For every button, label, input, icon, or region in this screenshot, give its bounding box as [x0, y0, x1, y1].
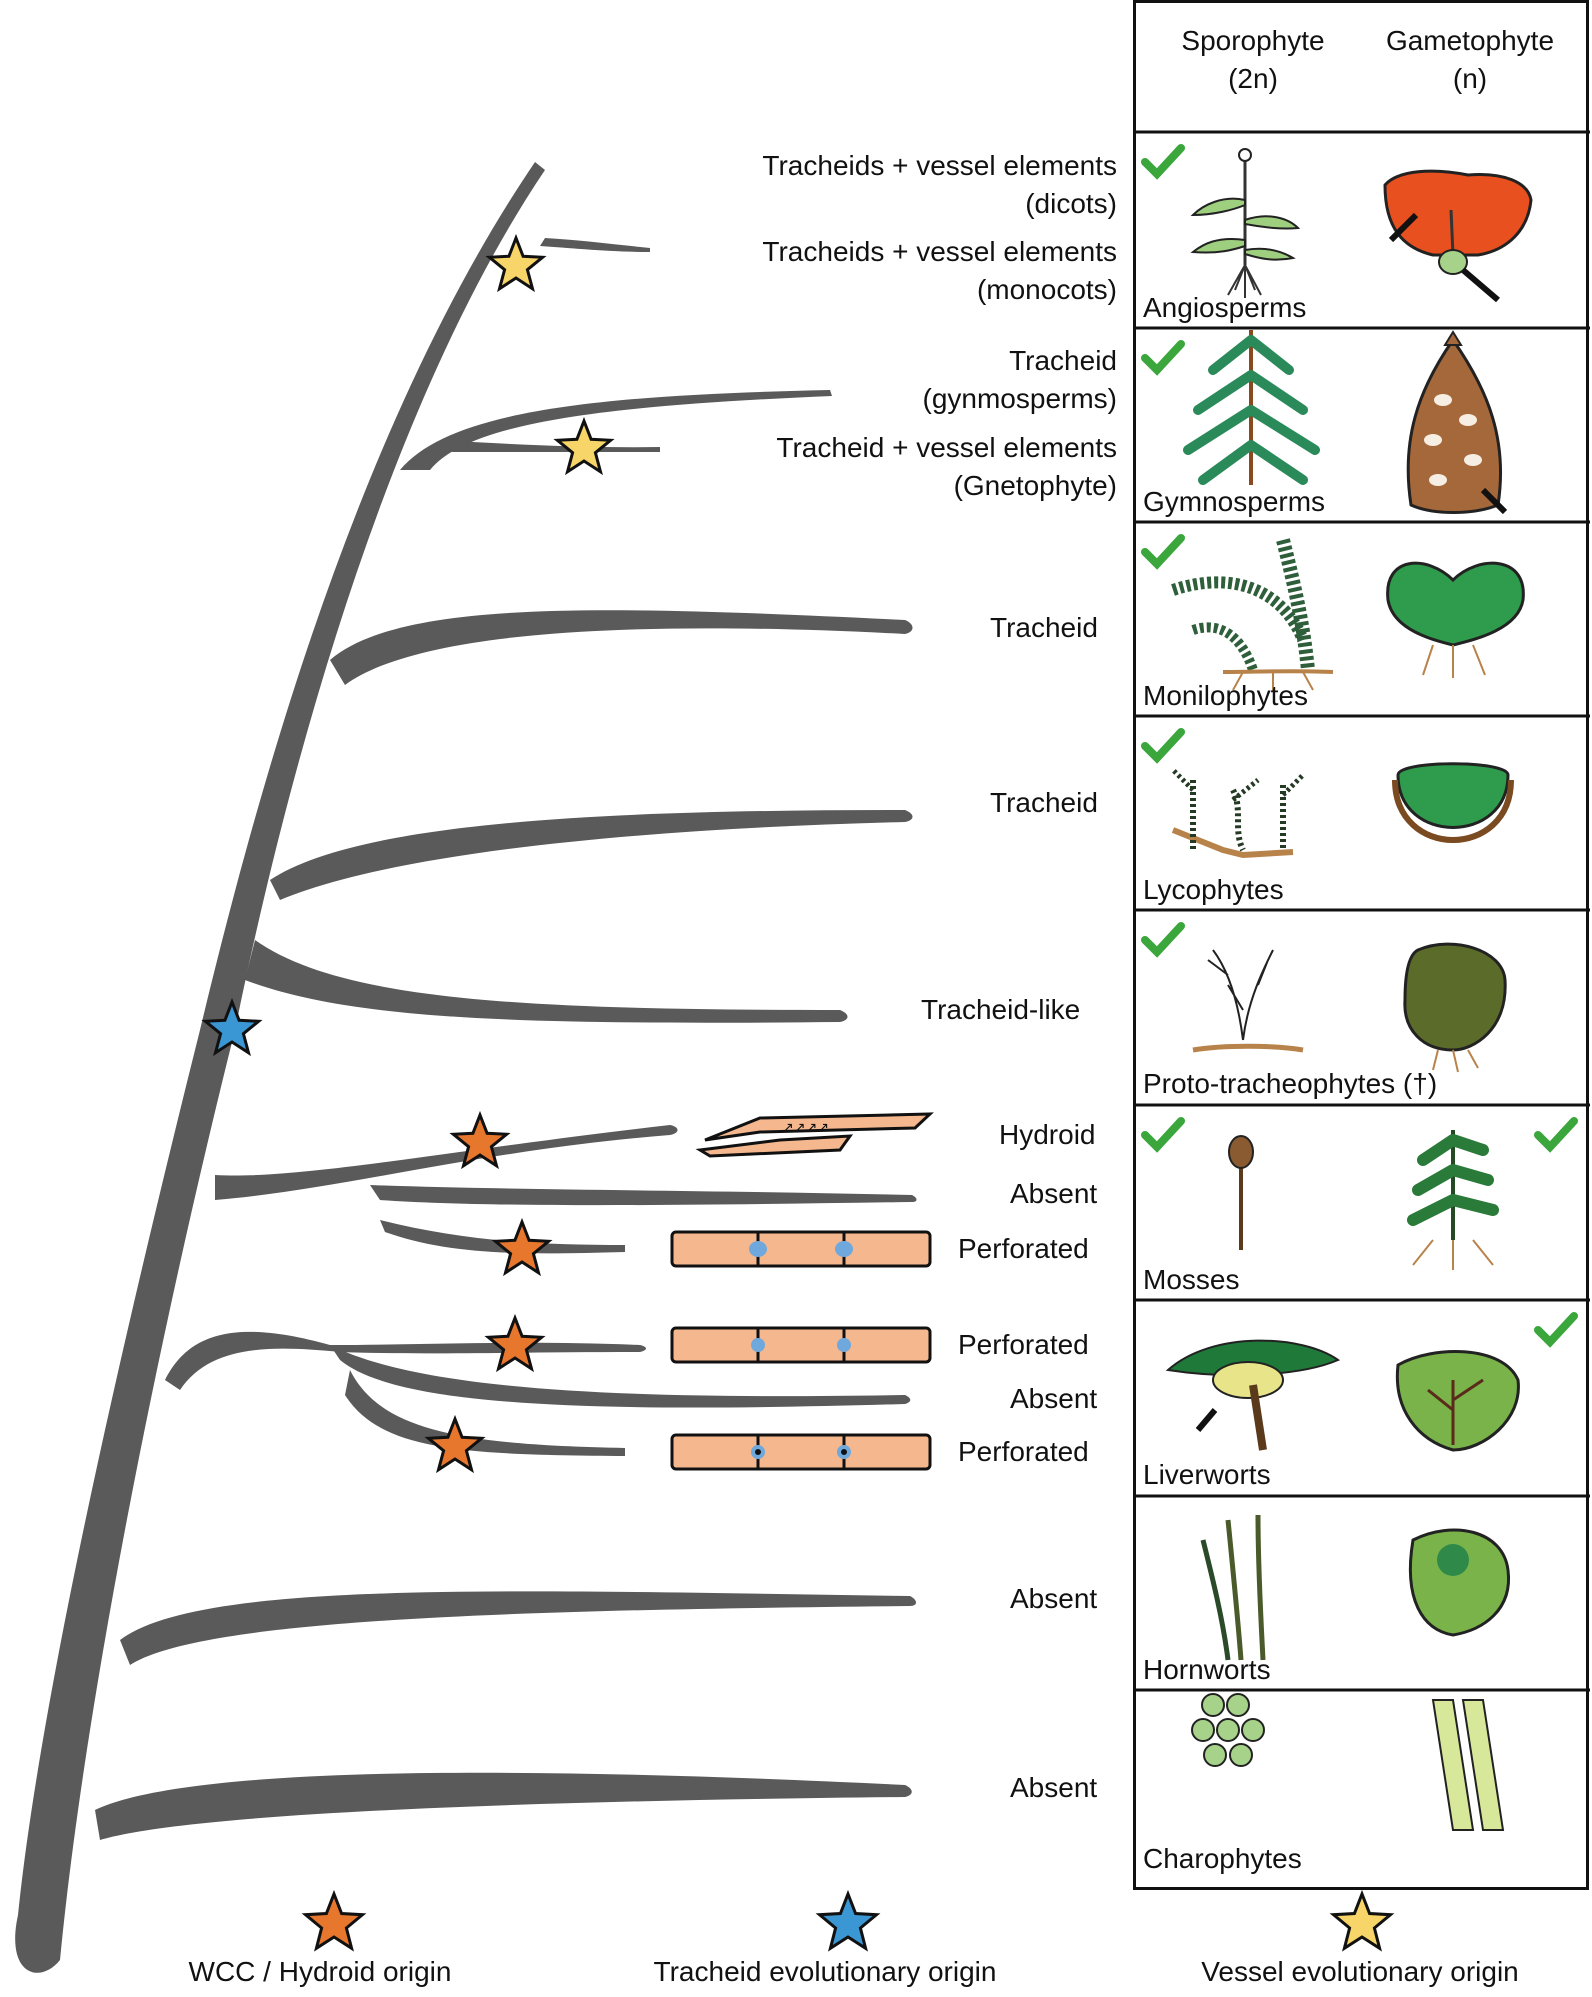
tip-moss-absent: Absent	[1010, 1178, 1098, 1209]
group-mosses: Mosses	[1143, 1264, 1240, 1295]
group-proto: Proto-tracheophytes (†)	[1143, 1068, 1438, 1099]
branch-gymnosperms	[400, 390, 832, 470]
branch-mosses-absent	[370, 1185, 917, 1206]
vessel-origin-star-gnetophyte	[553, 416, 615, 476]
branch-proto	[245, 940, 848, 1023]
tip-liverwort-perforated: Perforated	[958, 1329, 1089, 1360]
monilophyte-sporophyte-icon	[1171, 538, 1334, 692]
legend-stars	[301, 1890, 1395, 1952]
group-hornworts: Hornworts	[1143, 1654, 1271, 1685]
tip-gnetophyte: Tracheid + vessel elements (Gnetophyte)	[776, 429, 1117, 505]
legend-wcc-star-icon	[301, 1890, 367, 1952]
sporophyte-check-icon	[1141, 534, 1185, 570]
tip-hornworts: Absent	[1010, 1583, 1098, 1614]
branch-hornworts	[120, 1591, 916, 1665]
perforated-cells-liverwort-icon	[670, 1326, 932, 1364]
branch-monocots	[540, 238, 650, 252]
header-sporophyte-label: Sporophyte	[1181, 25, 1325, 56]
liverwort-sporophyte-icon	[1165, 1339, 1341, 1451]
perforated-cells-moss-icon	[670, 1230, 932, 1268]
charophyte-gametophyte-icon	[1431, 1699, 1505, 1831]
tip-gnetophyte-line1: Tracheid + vessel elements	[776, 432, 1117, 463]
tip-moss-perforated: Perforated	[958, 1233, 1089, 1264]
charophyte-sporophyte-icon	[1191, 1693, 1265, 1767]
group-monilophytes: Monilophytes	[1143, 680, 1308, 711]
sporophyte-check-icon	[1141, 728, 1185, 764]
tip-dicots: Tracheids + vessel elements (dicots)	[762, 147, 1117, 223]
proto-gametophyte-icon	[1403, 942, 1507, 1073]
sporophyte-check-icon	[1141, 340, 1185, 376]
moss-sporophyte-icon	[1228, 1135, 1254, 1250]
angiosperm-sporophyte-icon	[1190, 148, 1301, 298]
tip-dicots-line1: Tracheids + vessel elements	[762, 150, 1117, 181]
main-trunk	[15, 162, 545, 1973]
branch-mosses-perforated	[380, 1220, 625, 1254]
group-charophytes: Charophytes	[1143, 1843, 1302, 1874]
angiosperm-gametophyte-icon	[1383, 169, 1533, 303]
perforated-cells-liverwort2-icon	[670, 1433, 932, 1471]
wcc-origin-star-liverwort-2	[424, 1414, 486, 1474]
legend-tracheid-label: Tracheid evolutionary origin	[653, 1956, 997, 1987]
branch-liverworts-perforated	[345, 1370, 625, 1456]
tip-gnetophyte-line2: (Gnetophyte)	[953, 470, 1117, 501]
tip-hydroid: Hydroid	[999, 1119, 1096, 1150]
branch-lycophytes	[270, 810, 913, 900]
header-gametophyte: Gametophyte (n)	[1360, 22, 1580, 98]
branch-charophytes	[95, 1772, 912, 1840]
life-cycle-table	[1133, 0, 1590, 1890]
header-gametophyte-ploidy: (n)	[1452, 63, 1488, 94]
header-sporophyte-ploidy: (2n)	[1228, 63, 1278, 94]
wcc-origin-star-moss-perforated	[491, 1217, 553, 1277]
sporophyte-check-icon	[1141, 922, 1185, 958]
hornwort-gametophyte-icon	[1408, 1528, 1511, 1637]
legend-vessel-label: Vessel evolutionary origin	[1201, 1956, 1519, 1987]
branch-mosses-clade	[215, 1125, 678, 1200]
tip-gymnosperms-line1: Tracheid	[1009, 345, 1117, 376]
tip-liverwort-perforated-2: Perforated	[958, 1436, 1089, 1467]
hornwort-sporophyte-icon	[1200, 1514, 1266, 1661]
legend-vessel-star-icon	[1329, 1890, 1395, 1952]
tip-dicots-line2: (dicots)	[1025, 188, 1117, 219]
gametophyte-check-icon	[1534, 1312, 1578, 1348]
header-gametophyte-label: Gametophyte	[1385, 25, 1555, 56]
tip-monilophytes: Tracheid	[990, 612, 1098, 643]
tip-liverwort-absent: Absent	[1010, 1383, 1098, 1414]
hydroid-cells-icon: ↗↗↗↗	[695, 1112, 934, 1158]
moss-gametophyte-icon	[1407, 1130, 1499, 1270]
header-sporophyte: Sporophyte (2n)	[1143, 22, 1363, 98]
legend-wcc-label: WCC / Hydroid origin	[188, 1956, 452, 1987]
vessel-origin-star-angiosperms	[485, 233, 547, 293]
tip-proto: Tracheid-like	[921, 994, 1081, 1025]
wcc-origin-star-liverwort-1	[484, 1313, 546, 1373]
branch-monilophytes	[330, 610, 913, 685]
branch-liverworts-absent	[330, 1345, 911, 1408]
wcc-origin-star-hydroid	[449, 1110, 511, 1170]
group-angiosperms: Angiosperms	[1143, 292, 1307, 323]
svg-text:↗↗↗↗: ↗↗↗↗	[782, 1120, 829, 1136]
legend-tracheid-star-icon	[815, 1890, 881, 1952]
group-gymnosperms: Gymnosperms	[1143, 486, 1326, 517]
gymnosperm-gametophyte-icon	[1406, 330, 1508, 515]
sporophyte-check-icon	[1141, 144, 1185, 180]
tip-lycophytes: Tracheid	[990, 787, 1098, 818]
gametophyte-check-icon	[1534, 1117, 1578, 1153]
proto-sporophyte-icon	[1192, 949, 1304, 1053]
gymnosperm-sporophyte-icon	[1183, 330, 1320, 485]
tracheid-origin-star	[201, 997, 263, 1057]
tip-gymnosperms-line2: (gynmosperms)	[922, 383, 1117, 414]
tip-monocots-line1: Tracheids + vessel elements	[762, 236, 1117, 267]
tip-charophytes: Absent	[1010, 1772, 1098, 1803]
tip-gymnosperms: Tracheid (gynmosperms)	[923, 342, 1117, 418]
monilophyte-gametophyte-icon	[1386, 561, 1525, 678]
tip-monocots-line2: (monocots)	[976, 274, 1117, 305]
branch-gnetophyte	[440, 440, 660, 452]
group-lycophytes: Lycophytes	[1143, 874, 1284, 905]
sporophyte-check-icon	[1141, 1117, 1185, 1153]
liverwort-gametophyte-icon	[1395, 1350, 1520, 1452]
lycophyte-sporophyte-icon	[1171, 768, 1305, 859]
group-liverworts: Liverworts	[1143, 1459, 1271, 1490]
tip-monocots: Tracheids + vessel elements (monocots)	[762, 233, 1117, 309]
lycophyte-gametophyte-icon	[1392, 762, 1514, 843]
